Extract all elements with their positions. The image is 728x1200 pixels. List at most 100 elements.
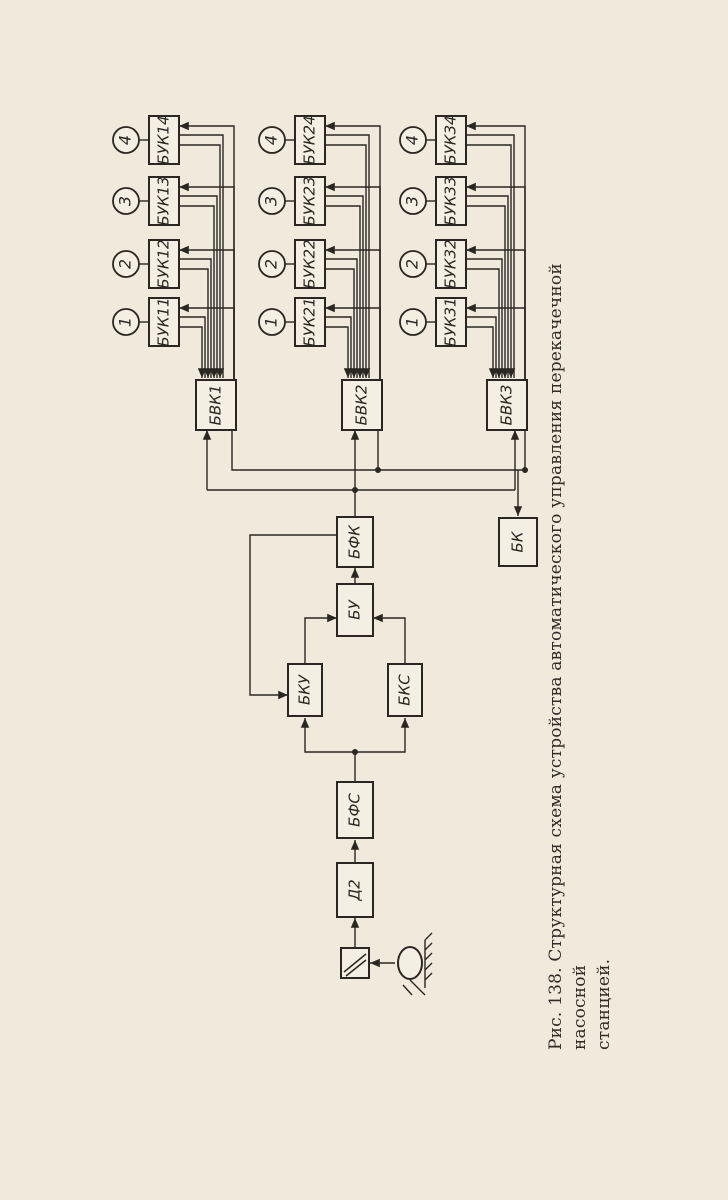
buk-to-bvk-wire bbox=[179, 205, 219, 378]
block-buk-31: БУК31 bbox=[435, 297, 467, 347]
block-buk-12-label: БУК12 bbox=[155, 239, 173, 288]
pump-circle-13: 3 bbox=[112, 187, 140, 215]
block-buk-31-label: БУК31 bbox=[442, 297, 460, 346]
wire-bfs-bku bbox=[300, 718, 356, 782]
pump-circle-14-label: 4 bbox=[116, 135, 135, 145]
block-bks-label: БКС bbox=[396, 674, 414, 706]
buk-to-bvk-wire bbox=[325, 144, 371, 378]
sensor-assembly bbox=[340, 932, 433, 996]
block-bfs-label: БФС bbox=[346, 793, 364, 827]
block-buk-14-label: БУК14 bbox=[155, 115, 173, 164]
pump-circle-33-label: 3 bbox=[403, 196, 422, 206]
buk-to-bvk-wire bbox=[179, 268, 213, 378]
pump-circle-31-label: 1 bbox=[403, 317, 422, 327]
junction-return-3 bbox=[522, 467, 528, 473]
pump-circle-12: 2 bbox=[112, 250, 140, 278]
pump-circle-11-label: 1 bbox=[116, 317, 135, 327]
buk-to-bvk-wire bbox=[325, 195, 364, 378]
pump-circle-11: 1 bbox=[112, 308, 140, 336]
buk-to-bvk-wire bbox=[466, 195, 509, 378]
block-buk-21-label: БУК21 bbox=[301, 297, 319, 346]
block-bvk3: БВК3 bbox=[486, 379, 528, 431]
buk-to-bvk-wire bbox=[466, 316, 497, 378]
block-bfk-label: БФК bbox=[346, 524, 364, 559]
block-bvk3-label: БВК3 bbox=[498, 385, 516, 426]
block-buk-14: БУК14 bbox=[148, 115, 180, 165]
block-buk-32: БУК32 bbox=[435, 239, 467, 289]
block-buk-34-label: БУК34 bbox=[442, 115, 460, 164]
buk-to-bvk-wire bbox=[466, 326, 498, 378]
ground-hatch-icon bbox=[402, 932, 433, 996]
wire-bks-bu bbox=[373, 613, 406, 664]
block-d2: Д2 bbox=[336, 862, 374, 918]
block-buk-34: БУК34 bbox=[435, 115, 467, 165]
block-buk-13-label: БУК13 bbox=[155, 176, 173, 225]
buk-to-bvk-wire bbox=[179, 195, 218, 378]
buk-to-bvk-wire bbox=[325, 134, 370, 378]
block-bvk1: БВК1 bbox=[195, 379, 237, 431]
wire-bvk-return bbox=[231, 430, 525, 471]
block-buk-12: БУК12 bbox=[148, 239, 180, 289]
pump-circle-21-label: 1 bbox=[262, 317, 281, 327]
bvk-to-buk-wire bbox=[466, 121, 526, 380]
block-bfk: БФК bbox=[336, 516, 374, 568]
block-bk-label: БК bbox=[509, 530, 527, 552]
buk-to-bvk-wire bbox=[179, 144, 225, 378]
block-buk-11: БУК11 bbox=[148, 297, 180, 347]
block-bku: БКУ bbox=[287, 663, 323, 717]
wire-bfs-bks bbox=[355, 718, 410, 753]
pump-circle-21: 1 bbox=[258, 308, 286, 336]
float-icon bbox=[397, 946, 423, 980]
buk-to-bvk-wire bbox=[466, 134, 515, 378]
buk-to-bvk-wire bbox=[179, 258, 212, 378]
block-buk-33-label: БУК33 bbox=[442, 176, 460, 225]
block-buk-22: БУК22 bbox=[294, 239, 326, 289]
buk-to-bvk-wire bbox=[325, 258, 358, 378]
caption-line-1: Рис. 138. Структурная схема устройства а… bbox=[546, 263, 590, 1050]
block-bvk1-label: БВК1 bbox=[207, 385, 225, 426]
figure-caption: Рис. 138. Структурная схема устройства а… bbox=[544, 190, 614, 1050]
junction-bfs bbox=[352, 749, 358, 755]
block-buk-13: БУК13 bbox=[148, 176, 180, 226]
block-bvk2: БВК2 bbox=[341, 379, 383, 431]
bvk-to-buk-wire bbox=[325, 182, 381, 380]
pump-circle-13-label: 3 bbox=[116, 196, 135, 206]
pump-circle-32: 2 bbox=[399, 250, 427, 278]
pump-circle-31: 1 bbox=[399, 308, 427, 336]
block-bu: БУ bbox=[336, 583, 374, 637]
buk-to-bvk-wire bbox=[466, 144, 516, 378]
pump-circle-12-label: 2 bbox=[116, 259, 135, 269]
block-buk-23-label: БУК23 bbox=[301, 176, 319, 225]
pump-circle-14: 4 bbox=[112, 126, 140, 154]
pump-circle-22: 2 bbox=[258, 250, 286, 278]
pump-circle-24: 4 bbox=[258, 126, 286, 154]
block-buk-11-label: БУК11 bbox=[155, 297, 173, 346]
buk-to-bvk-wire bbox=[325, 316, 352, 378]
pump-circle-23-label: 3 bbox=[262, 196, 281, 206]
pump-circle-23: 3 bbox=[258, 187, 286, 215]
block-bfs: БФС bbox=[336, 781, 374, 839]
buk-to-bvk-wire bbox=[466, 268, 504, 378]
pump-circle-22-label: 2 bbox=[262, 259, 281, 269]
junction-return bbox=[375, 467, 381, 473]
buk-to-bvk-wire bbox=[466, 205, 510, 378]
bvk-to-buk-wire bbox=[179, 303, 235, 380]
block-bu-label: БУ bbox=[346, 599, 364, 619]
connection-lines bbox=[139, 121, 528, 968]
pump-circle-33: 3 bbox=[399, 187, 427, 215]
pump-circle-32-label: 2 bbox=[403, 259, 422, 269]
bvk-to-buk-wire bbox=[179, 182, 235, 380]
buk-to-bvk-wire bbox=[325, 268, 359, 378]
pump-circle-24-label: 4 bbox=[262, 135, 281, 145]
block-buk-22-label: БУК22 bbox=[301, 239, 319, 288]
block-d2-label: Д2 bbox=[346, 879, 364, 901]
buk-to-bvk-wire bbox=[325, 205, 365, 378]
buk-to-bvk-wire bbox=[179, 134, 224, 378]
blocks-layer: Д2 БФС БКУ БКС БУ БФК БК БВК1 БВК2 БВК3 БУК11 1 БУК1… bbox=[112, 115, 538, 918]
block-buk-24-label: БУК24 bbox=[301, 115, 319, 164]
block-buk-32-label: БУК32 bbox=[442, 239, 460, 288]
bvk-to-buk-wire bbox=[325, 303, 381, 380]
buk-to-bvk-wire bbox=[179, 326, 207, 378]
